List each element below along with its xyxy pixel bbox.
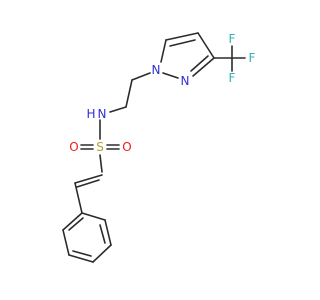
bond-ph-2-3 xyxy=(104,219,112,246)
atom-f-3: F xyxy=(229,71,236,85)
bond-ch2b-nh xyxy=(109,106,127,113)
bond-c5-c4 xyxy=(165,32,199,41)
bond-ch2a-ch2b xyxy=(125,79,133,108)
bond-c5-c4-inner xyxy=(169,39,196,47)
bond-c3-n2-inner xyxy=(190,55,209,72)
atom-o-right: O xyxy=(122,140,131,154)
atom-f-2: F xyxy=(249,51,256,65)
bond-ph-6-1-inner xyxy=(68,217,84,231)
atom-s: S xyxy=(96,140,104,154)
bond-ph-5-6 xyxy=(62,229,70,256)
atom-n-pyrazole-1: N xyxy=(152,63,161,77)
bond-n1-ch2a xyxy=(131,72,151,81)
bond-n2-n1 xyxy=(162,72,179,79)
bond-cb-ph xyxy=(74,182,83,214)
bond-ph-4-5 xyxy=(68,254,94,263)
molecule-structure: N N F F F N H S O O xyxy=(62,32,256,263)
bond-n1-c5 xyxy=(160,39,167,63)
bond-c4-c3 xyxy=(197,32,215,59)
bond-c3-n2 xyxy=(192,57,215,77)
bond-ca-cb-inner xyxy=(76,179,100,188)
atom-h-amine: H xyxy=(86,107,95,121)
atom-n-amine: N xyxy=(98,107,107,121)
bond-ph-3-4 xyxy=(92,244,112,263)
atom-f-1: F xyxy=(229,32,236,46)
bond-s-ca xyxy=(99,154,103,173)
atom-labels: N N F F F N H S O O xyxy=(69,32,255,154)
bond-ph-4-5-inner xyxy=(72,250,92,257)
bond-ph-6-1 xyxy=(62,212,83,231)
atom-o-left: O xyxy=(69,140,78,154)
bond-ca-cb xyxy=(74,174,103,184)
structure-canvas: N N F F F N H S O O xyxy=(62,32,256,263)
atom-n-pyrazole-2: N xyxy=(181,74,190,88)
bond-ph-2-3-inner xyxy=(99,224,106,244)
bond-ph-1-2 xyxy=(81,212,106,221)
bonds xyxy=(62,32,246,263)
